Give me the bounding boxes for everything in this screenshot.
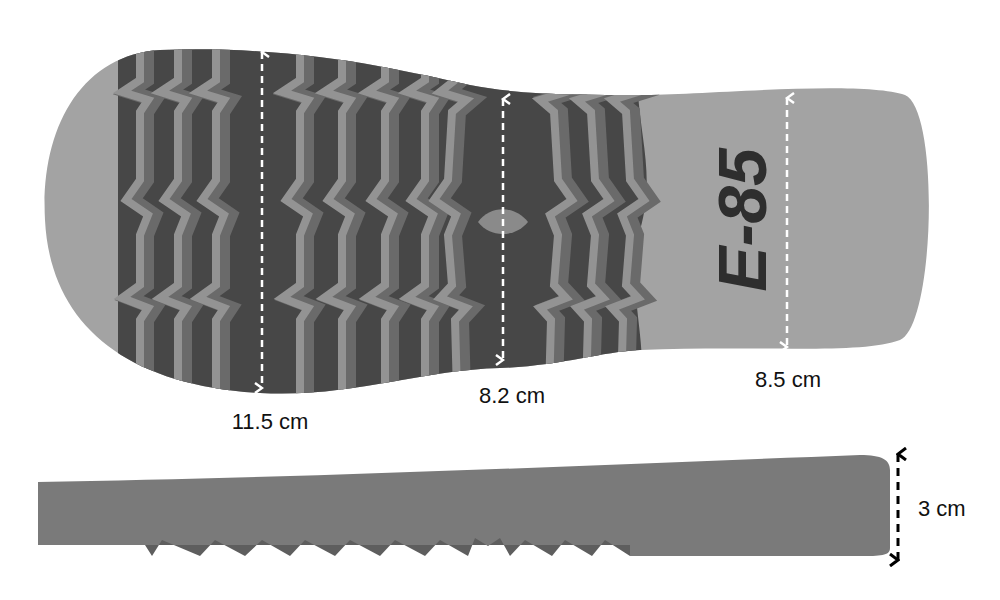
tread-ridge: [367, 20, 393, 430]
dimension-label: 8.2 cm: [479, 384, 545, 408]
tread-ridge: [122, 20, 148, 430]
tread-ridge: [540, 20, 572, 430]
dimension-arrow: [897, 454, 900, 560]
tread-ridge: [434, 20, 466, 430]
tread-ridge: [198, 20, 224, 430]
tread-ridge: [282, 20, 308, 430]
tread-ridge: [324, 20, 350, 430]
brand-logo: E-85: [708, 148, 776, 292]
sole-side-view: [38, 455, 890, 556]
tread-ridge: [407, 20, 433, 430]
dimension-arrow: [502, 99, 505, 360]
dimension-label: 8.5 cm: [755, 368, 821, 392]
dimension-arrow: [261, 52, 264, 388]
dimension-arrow: [786, 98, 789, 347]
dimension-label: 3 cm: [918, 497, 966, 521]
dimension-label: 11.5 cm: [232, 410, 309, 434]
tread-ridge: [160, 20, 186, 430]
tread-teeth: [145, 538, 630, 556]
tread-ridge: [612, 20, 644, 430]
tread-ridge: [577, 20, 609, 430]
